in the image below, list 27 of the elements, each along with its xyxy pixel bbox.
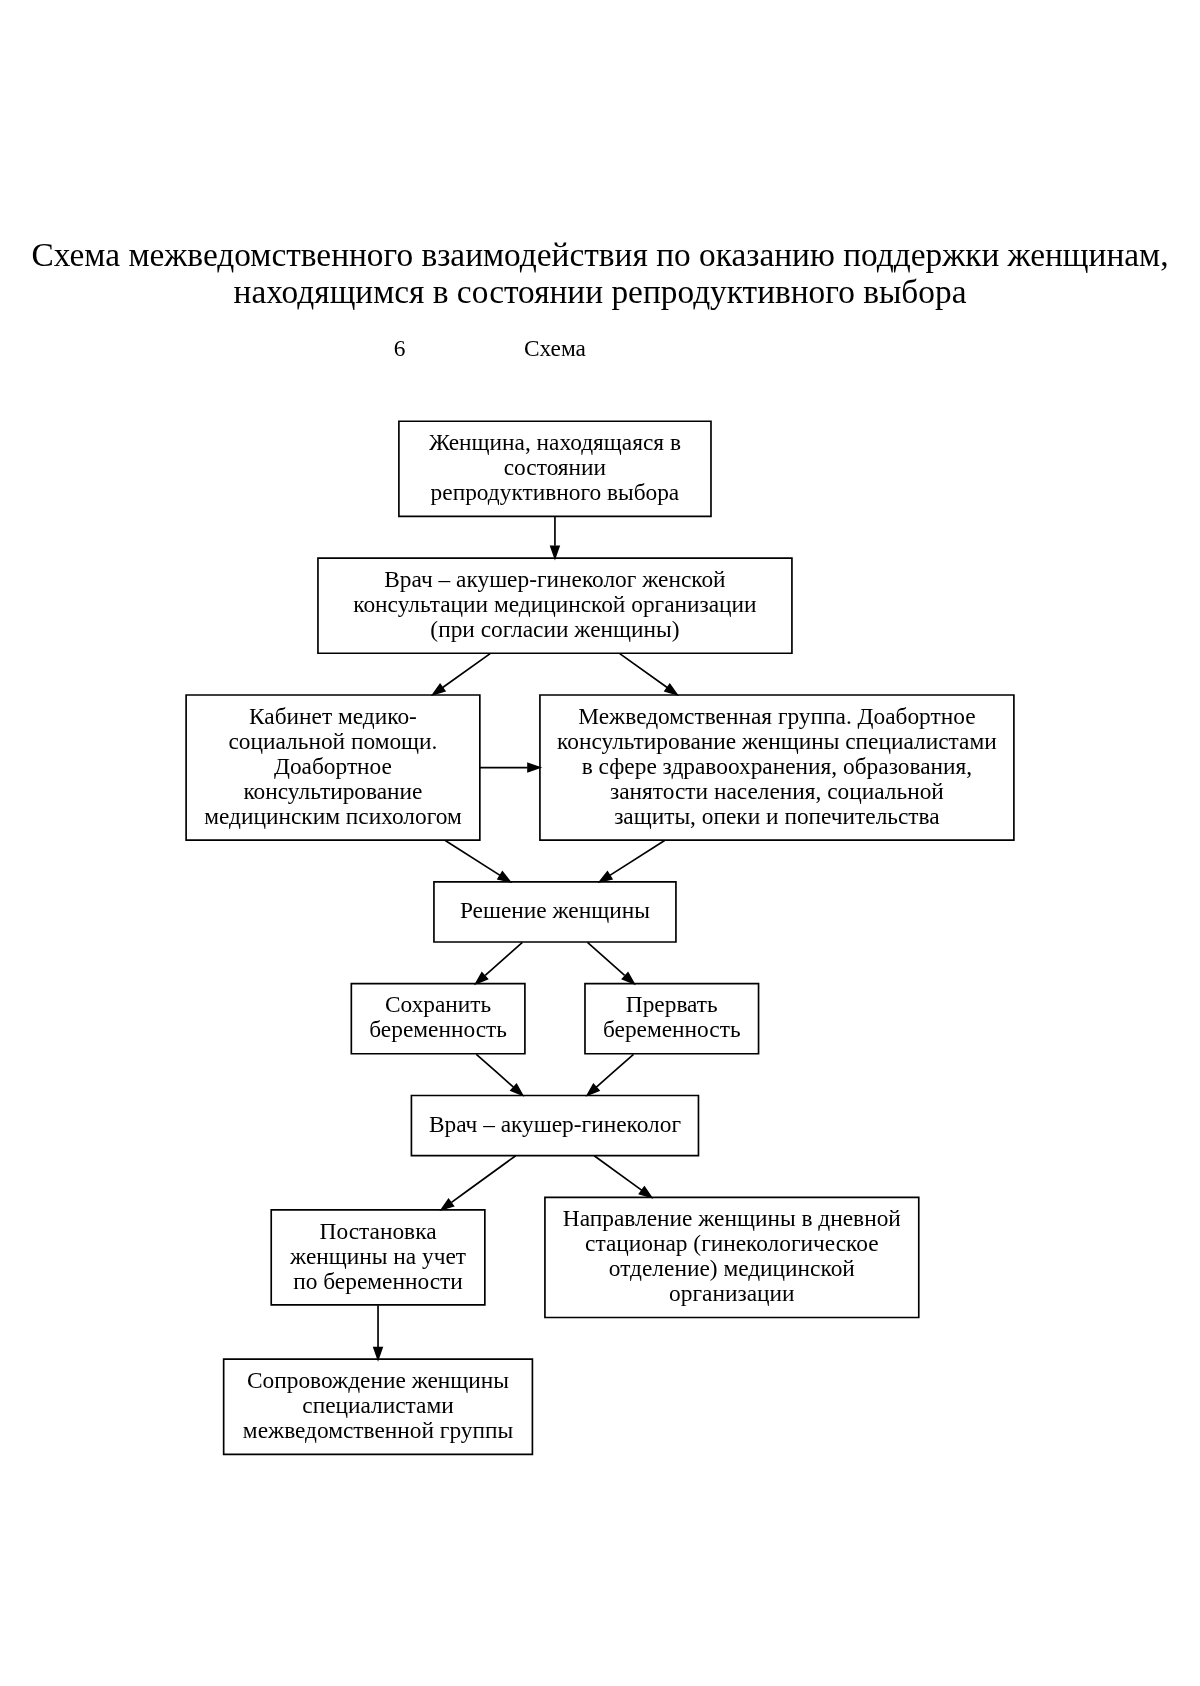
label: 6 (393, 334, 406, 361)
arrow (473, 941, 524, 985)
arrow (549, 515, 561, 560)
node-box: Прервать беременность (584, 982, 760, 1055)
arrow (372, 1303, 384, 1362)
arrow (430, 652, 491, 696)
node-box: Врач – акушер-гинеколог женской консультации медицинской организации (при согласии женщины) (317, 556, 793, 654)
arrow (475, 1052, 525, 1097)
node-box: Сохранить беременность (350, 982, 526, 1055)
label: Схема (523, 334, 586, 361)
arrow (479, 761, 543, 773)
arrow (444, 839, 513, 883)
node-box: Межведомственная группа. Доабортное консультирование женщины специалистами в сфере здравоохранения, образования, занятости населения, социальной защиты, опеки и попечительства (539, 693, 1015, 841)
arrow (597, 839, 666, 883)
node-box: Постановка женщины на учет по беременности (270, 1208, 486, 1306)
arrow (586, 941, 636, 985)
node-box: Женщина, находящаяся в состоянии репродуктивного выбора (398, 419, 712, 517)
arrow (618, 652, 679, 696)
node-box: Сопровождение женщины специалистами межведомственной группы (222, 1357, 534, 1455)
node-box: Кабинет медико-социальной помощи. Доабортное консультирование медицинским психологом (185, 693, 481, 841)
arrow (585, 1052, 635, 1097)
diagram-title: Схема межведомственного взаимодействия по оказанию поддержки женщинам, находящимся в состоянии репродуктивного выбора (31, 235, 1169, 310)
node-box: Врач – акушер-гинеколог (410, 1094, 700, 1156)
arrow (593, 1154, 654, 1199)
node-box: Решение женщины (433, 880, 677, 943)
node-box: Направление женщины в дневной стационар (гинекологическое отделение) медицинской организации (544, 1195, 920, 1318)
arrow (439, 1154, 517, 1211)
